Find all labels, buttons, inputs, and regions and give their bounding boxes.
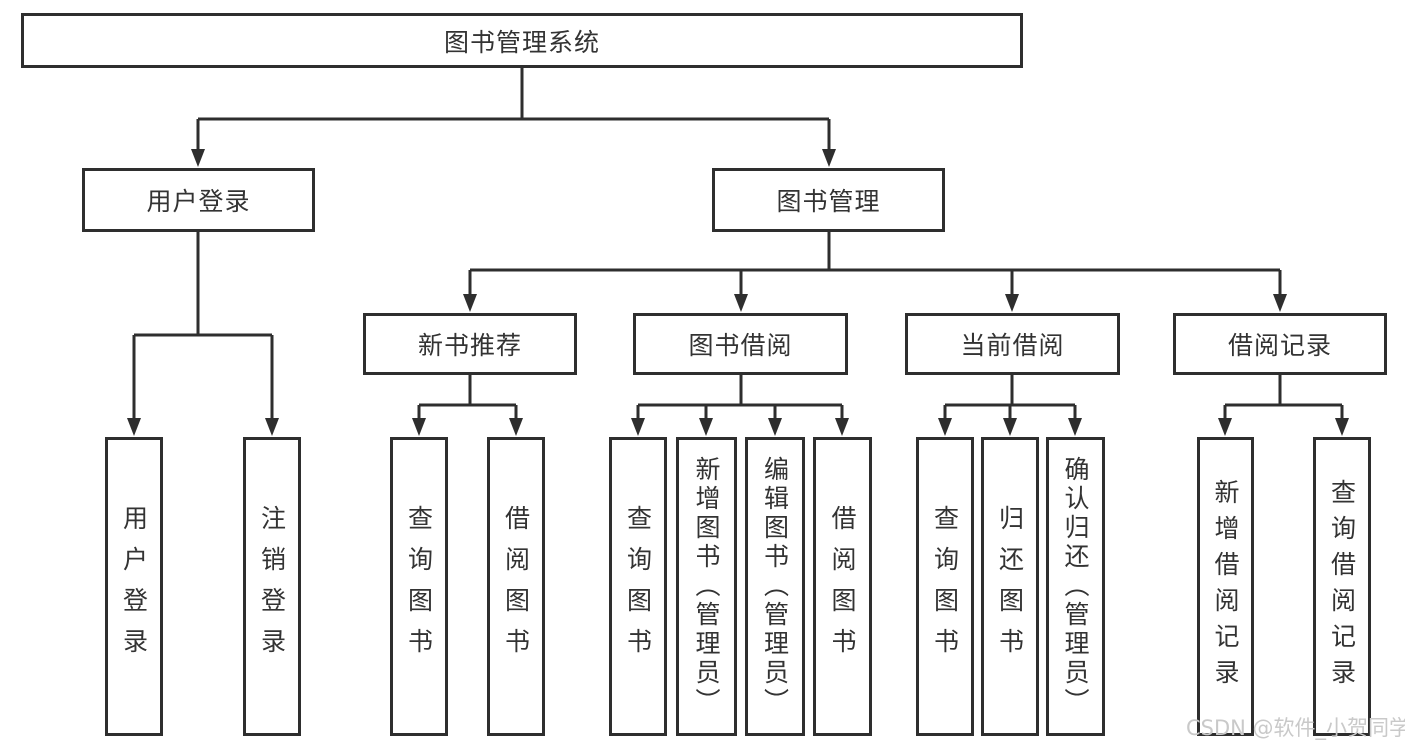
node-root: 图书管理系统 [21,13,1023,68]
leaf-current-query-books: 查询图书 [916,437,974,736]
arrow-icon [631,418,645,436]
leaf-add-borrow-record: 新增借阅记录 [1197,437,1254,736]
leaf-logout-label: 注销登录 [257,504,287,669]
arrow-icon [1335,418,1349,436]
leaf-borrow-books: 借阅图书 [813,437,872,736]
node-book-management: 图书管理 [712,168,945,232]
node-borrow-record: 借阅记录 [1173,313,1387,375]
arrow-icon [822,149,836,167]
leaf-add-books-admin: 新增图书（管理员） [676,437,737,736]
node-book-management-label: 图书管理 [776,187,881,216]
arrow-icon [1005,294,1019,312]
leaf-confirm-return-admin-label: 确认归还（管理员） [1061,456,1090,717]
leaf-borrow-query-books: 查询图书 [609,437,667,736]
connector-bookmgmt-trunk [468,232,1282,303]
arrow-icon [509,418,523,436]
arrow-icon [463,294,477,312]
node-book-borrow: 图书借阅 [633,313,848,375]
node-root-label: 图书管理系统 [443,27,600,57]
leaf-borrow-query-books-label: 查询图书 [623,504,653,669]
arrow-icon [835,418,849,436]
leaf-newbook-query-books: 查询图书 [390,437,448,736]
arrow-icon [734,294,748,312]
leaf-newbook-query-books-label: 查询图书 [404,504,434,669]
leaf-user-login-label: 用户登录 [119,504,149,669]
leaf-query-borrow-record-label: 查询借阅记录 [1327,478,1357,695]
node-user-login: 用户登录 [82,168,315,232]
leaf-edit-books-admin-label: 编辑图书（管理员） [760,456,790,717]
connector-root-trunk [196,68,831,158]
leaf-user-login: 用户登录 [105,437,163,736]
arrow-icon [1003,418,1017,436]
leaf-return-books: 归还图书 [981,437,1039,736]
leaf-add-books-admin-label: 新增图书（管理员） [692,456,721,717]
connector-userlogin-trunk [132,232,274,427]
leaf-add-borrow-record-label: 新增借阅记录 [1211,478,1240,695]
arrow-icon [127,418,141,436]
csdn-watermark: CSDN @软件_小贺同学 [1186,716,1405,740]
arrowheads [127,149,1349,436]
connector-bookborrow-trunk [636,375,844,427]
connector-curborrow-trunk [943,375,1077,427]
node-book-borrow-label: 图书借阅 [688,331,793,360]
leaf-logout: 注销登录 [243,437,301,736]
node-new-book-recommend-label: 新书推荐 [417,331,522,360]
arrow-icon [412,418,426,436]
leaf-current-query-books-label: 查询图书 [930,504,960,669]
leaf-confirm-return-admin: 确认归还（管理员） [1046,437,1105,736]
arrow-icon [1218,418,1232,436]
leaf-return-books-label: 归还图书 [995,504,1025,669]
arrow-icon [938,418,952,436]
leaf-edit-books-admin: 编辑图书（管理员） [745,437,805,736]
leaf-borrow-books-label: 借阅图书 [828,504,857,669]
leaf-query-borrow-record: 查询借阅记录 [1313,437,1371,736]
arrow-icon [191,149,205,167]
arrow-icon [265,418,279,436]
connector-newbook-trunk [417,375,518,427]
node-current-borrow-label: 当前借阅 [960,331,1065,360]
node-current-borrow: 当前借阅 [905,313,1120,375]
node-borrow-record-label: 借阅记录 [1227,331,1332,360]
node-user-login-label: 用户登录 [146,187,251,216]
connector-borrowrec-trunk [1223,375,1344,427]
arrow-icon [1068,418,1082,436]
arrow-icon [768,418,782,436]
arrow-icon [699,418,713,436]
leaf-newbook-borrow-books-label: 借阅图书 [501,504,531,669]
node-new-book-recommend: 新书推荐 [363,313,577,375]
arrow-icon [1273,294,1287,312]
leaf-newbook-borrow-books: 借阅图书 [487,437,545,736]
